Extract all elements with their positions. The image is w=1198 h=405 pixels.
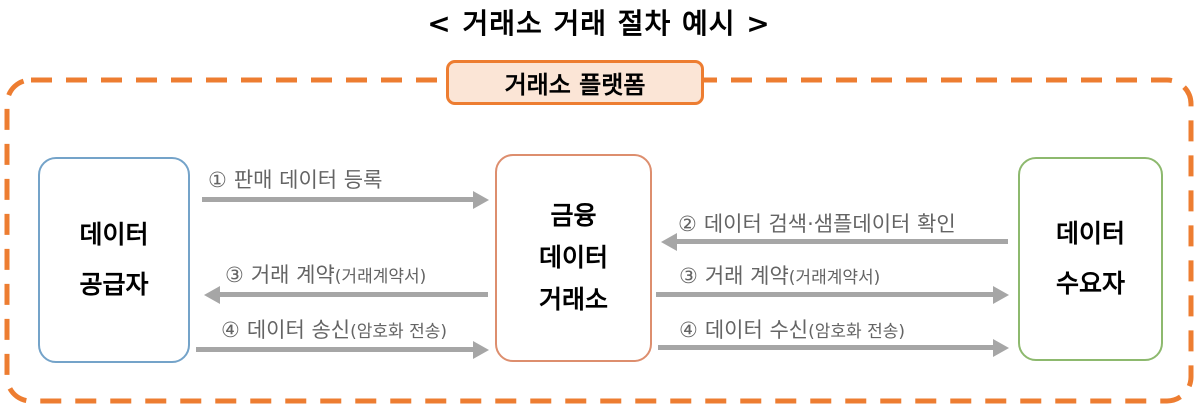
arrow-data-receive <box>658 345 994 350</box>
node-label-line: 수요자 <box>1055 269 1125 298</box>
flow-text: 판매 데이터 등록 <box>233 168 383 192</box>
flow-number: ③ <box>225 263 244 287</box>
platform-label-text: 거래소 플랫폼 <box>504 71 646 99</box>
page-title: < 거래소 거래 절차 예시 > <box>427 7 771 40</box>
flow-number: ③ <box>679 264 698 288</box>
node-label-line: 데이터 <box>1055 219 1125 248</box>
arrow-contract-to-consumer <box>656 292 994 297</box>
arrow-data-send <box>196 347 474 352</box>
flow-text: 데이터 송신 <box>246 318 351 342</box>
node-label-line: 데이터 <box>79 220 149 249</box>
node-label-line: 금융 <box>550 201 597 230</box>
node-data-consumer: 데이터 수요자 <box>1018 157 1163 361</box>
flow-text-paren: (암호화 전송) <box>808 322 905 342</box>
arrow-register-sale-data <box>202 197 474 202</box>
flow-number: ② <box>678 212 697 236</box>
node-label-line: 공급자 <box>79 270 149 299</box>
node-label-line: 데이터 <box>538 243 608 272</box>
flow-text-paren: (거래계약서) <box>334 267 427 287</box>
flow-text: 데이터 검색·샘플데이터 확인 <box>703 212 956 236</box>
flow-text-paren: (암호화 전송) <box>350 322 447 342</box>
flow-number: ④ <box>679 318 698 342</box>
flow-number: ① <box>208 168 227 192</box>
platform-label: 거래소 플랫폼 <box>446 60 704 105</box>
flow-text: 거래 계약 <box>250 263 335 287</box>
arrow-search-sample-data <box>676 239 1008 244</box>
arrow-contract-to-supplier <box>219 292 488 297</box>
flow-text: 거래 계약 <box>704 264 789 288</box>
flow-number: ④ <box>221 318 240 342</box>
flow-text-paren: (거래계약서) <box>788 268 881 288</box>
flow-text: 데이터 수신 <box>704 318 809 342</box>
node-data-supplier: 데이터 공급자 <box>38 157 190 363</box>
node-label-line: 거래소 <box>538 285 608 314</box>
node-financial-data-exchange: 금융 데이터 거래소 <box>495 154 652 362</box>
